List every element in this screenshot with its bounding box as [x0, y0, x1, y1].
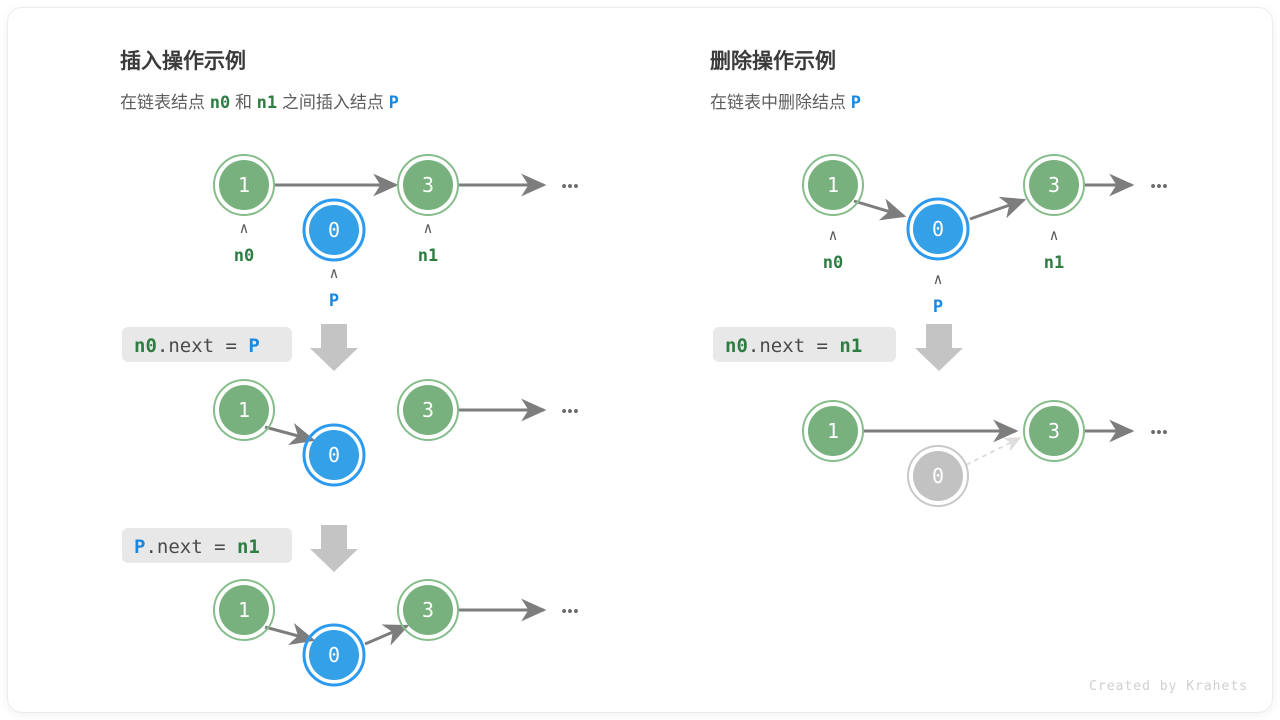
node-n0: 1: [213, 579, 275, 641]
node-value: 0: [932, 217, 944, 241]
node-value: 0: [328, 643, 340, 667]
label-n1: n1: [1044, 253, 1064, 273]
diagram-canvas: 插入操作示例 在链表结点 n0 和 n1 之间插入结点 P 1 ∧ n0 0 ∧…: [120, 49, 1248, 694]
node-value: 0: [932, 464, 944, 488]
edge-n0-p: [264, 423, 316, 446]
label-p: P: [329, 291, 339, 311]
node-value: 1: [827, 419, 839, 443]
code-chip-bg: [122, 528, 292, 563]
node-value: 3: [422, 398, 434, 422]
ellipsis: •••: [1150, 177, 1168, 196]
down-arrow-icon: [310, 525, 358, 572]
panel-insert-subtitle: 在链表结点 n0 和 n1 之间插入结点 P: [120, 93, 399, 113]
node-n0: 1: [802, 154, 864, 216]
node-value: 1: [238, 173, 250, 197]
node-n1: 3: [1023, 154, 1085, 216]
credit-text: Created by Krahets: [1089, 679, 1248, 694]
node-p: 0: [302, 198, 366, 262]
panel-delete: 删除操作示例 在链表中删除结点 P 1 ∧ n0 0 ∧ P: [710, 49, 1168, 507]
panel-delete-subtitle: 在链表中删除结点 P: [710, 93, 861, 113]
down-arrow-icon: [310, 324, 358, 371]
code-n0-next-n1: n0.next = n1: [725, 335, 862, 357]
code-chip-bg: [713, 327, 896, 362]
down-arrow-icon: [915, 324, 963, 371]
edge-deleted-dangling: [965, 437, 1022, 466]
ellipsis: •••: [561, 177, 579, 196]
label-p: P: [933, 297, 943, 317]
node-value: 3: [1048, 173, 1060, 197]
caret-icon: ∧: [828, 226, 837, 244]
node-value: 3: [1048, 419, 1060, 443]
node-value: 1: [238, 398, 250, 422]
insert-row-2: 1 0 3 •••: [213, 379, 579, 487]
label-n0: n0: [234, 246, 254, 266]
node-p: 0: [906, 197, 970, 261]
insert-row-1: 1 ∧ n0 0 ∧ P 3 ∧ n1 •••: [213, 154, 579, 311]
caret-icon: ∧: [329, 264, 338, 282]
node-n1: 3: [397, 154, 459, 216]
ellipsis: •••: [1150, 423, 1168, 442]
node-n0: 1: [213, 154, 275, 216]
edge-p-n1: [969, 196, 1027, 221]
edge-p-n1: [364, 624, 410, 646]
node-n0: 1: [802, 400, 864, 462]
node-value: 1: [827, 173, 839, 197]
panel-insert: 插入操作示例 在链表结点 n0 和 n1 之间插入结点 P 1 ∧ n0 0 ∧…: [120, 49, 579, 687]
delete-row-1: 1 ∧ n0 0 ∧ P 3 ∧ n1 •••: [802, 154, 1168, 317]
node-p: 0: [302, 623, 366, 687]
node-n1: 3: [397, 579, 459, 641]
node-value: 0: [328, 218, 340, 242]
delete-row-2: 1 0 3 •••: [802, 400, 1168, 507]
label-n1: n1: [418, 246, 438, 266]
ellipsis: •••: [561, 602, 579, 621]
code-n0-next-p: n0.next = P: [134, 335, 260, 357]
node-value: 0: [328, 443, 340, 467]
node-value: 3: [422, 598, 434, 622]
caret-icon: ∧: [1049, 226, 1058, 244]
insert-step-1: n0.next = P: [122, 324, 358, 371]
delete-step-1: n0.next = n1: [713, 324, 963, 371]
node-value: 3: [422, 173, 434, 197]
insert-row-3: 1 0 3 •••: [213, 579, 579, 687]
node-n0: 1: [213, 379, 275, 441]
edge-n0-p: [264, 623, 316, 646]
panel-delete-title: 删除操作示例: [710, 49, 836, 73]
caret-icon: ∧: [423, 219, 432, 237]
code-p-next-n1: P.next = n1: [134, 536, 260, 558]
ellipsis: •••: [561, 402, 579, 421]
label-n0: n0: [823, 253, 843, 273]
edge-n0-p: [853, 198, 907, 221]
node-p: 0: [302, 423, 366, 487]
node-n1: 3: [397, 379, 459, 441]
insert-step-2: P.next = n1: [122, 525, 358, 572]
panel-insert-title: 插入操作示例: [120, 49, 246, 73]
code-chip-bg: [122, 327, 292, 362]
node-deleted: 0: [907, 445, 969, 507]
node-value: 1: [238, 598, 250, 622]
caret-icon: ∧: [239, 219, 248, 237]
node-n1: 3: [1023, 400, 1085, 462]
caret-icon: ∧: [933, 270, 942, 288]
diagram-card: 插入操作示例 在链表结点 n0 和 n1 之间插入结点 P 1 ∧ n0 0 ∧…: [8, 8, 1272, 712]
